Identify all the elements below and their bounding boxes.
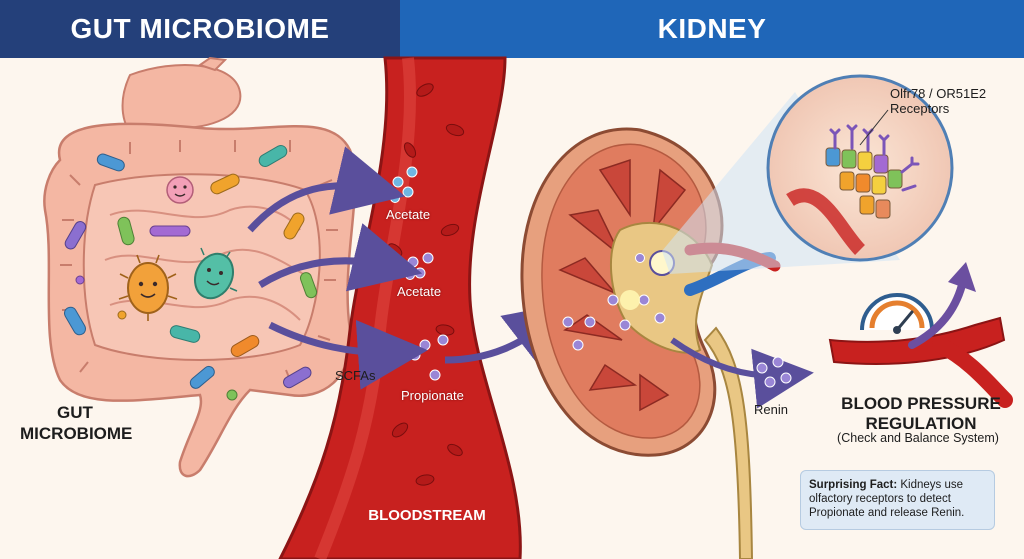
bacterium-coccus [75,275,85,285]
glow-burst [620,290,640,310]
receptor-cells [825,147,903,219]
bacterium-rod [149,225,191,237]
bacterium-rod [283,212,305,240]
bp-artery-branch [932,337,1013,408]
surprising-fact-box: Surprising Fact: Kidneys use olfactory r… [800,470,995,530]
bacterium-rod [169,325,201,343]
bacterium-rod [210,173,240,195]
bp-gauge-icon [860,293,934,334]
renin-molecules [756,356,792,388]
bacterium-rod [189,365,215,389]
scfas-label: SCFAs [335,368,376,383]
smiling-bacterium-orange [118,254,178,321]
ureter [703,326,754,559]
bacterium-rod [64,306,86,336]
arrow-gut-to-blood-3 [268,319,428,390]
fact-text: Kidneys use olfactory receptors to detec… [809,479,965,519]
renin-label: Renin [754,402,788,417]
bacterium-rod [299,272,318,299]
stomach [121,64,242,142]
acetate-label-2: Acetate [397,284,442,299]
acetate-label-1: Acetate [386,207,431,222]
bp-regulation-subtitle: (Check and Balance System) [837,431,999,445]
bacterium-coccus [117,310,127,320]
bacterium-rod [230,335,260,357]
arrow-gut-to-blood-2 [258,223,423,292]
smiling-bacterium-pink [166,176,194,204]
propionate-label: Propionate [401,388,464,403]
receptor-proteins [829,124,920,192]
smiling-bacterium-teal [194,247,238,300]
header-kidney: KIDNEY [400,0,1024,58]
kidney-molecules [562,253,666,351]
fact-lead: Surprising Fact: [809,479,898,491]
bacterium-rod [96,153,125,172]
header-gut-microbiome: GUT MICROBIOME [0,0,400,58]
bacterium-rod [283,366,312,389]
bp-rising-arrow [908,281,966,349]
receptor-callout-line [859,109,889,146]
arrow-gut-to-blood-1 [247,146,406,233]
bacterium-rod [64,221,87,250]
gut-microbiome-label: GUT MICROBIOME [20,403,133,443]
esophagus [197,56,228,72]
bacterium-coccus [226,389,238,401]
bp-rising-arrowhead [948,262,976,292]
bacterium-rod [258,145,288,167]
bp-regulation-title: BLOOD PRESSURE REGULATION [841,394,1001,433]
receptor-label: Olfr78 / OR51E2 Receptors [890,86,987,116]
bloodstream-label: BLOODSTREAM [368,507,486,524]
red-blood-cells [387,83,465,486]
zoom-vessel [786,188,866,255]
renal-pyramids [558,158,687,412]
bacterium-rod [117,216,135,246]
arrow-kidney-to-renin [670,337,814,409]
